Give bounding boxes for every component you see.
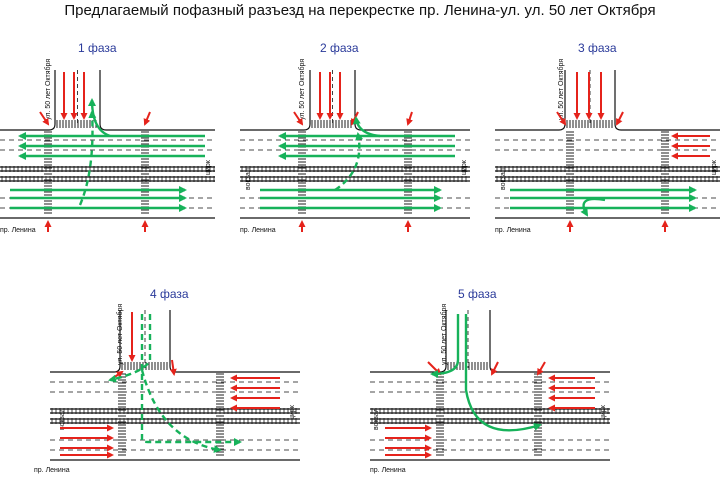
- street-vertical-label: ул. 50 лет Октября: [557, 59, 565, 120]
- street-vertical-label: ул. 50 лет Октября: [116, 304, 124, 365]
- red-stop-arrow: [491, 361, 499, 376]
- red-stop-arrow: [406, 111, 413, 126]
- tram-tracks: [0, 166, 215, 182]
- phase-label-1: 1 фаза: [78, 41, 117, 55]
- crosswalk: [56, 120, 97, 128]
- street-horizontal-label: пр. Ленина: [370, 467, 406, 474]
- green-dashed-arrow: [108, 314, 152, 383]
- phase-label-2: 2 фаза: [320, 41, 359, 55]
- street-vertical-label: ул. 50 лет Октября: [298, 59, 306, 120]
- phase-2-diagram: ул. 50 лет Октября пр. Ленина вокзал цирк: [240, 59, 470, 234]
- green-movement-arrow: [430, 314, 460, 378]
- left-end-label: вокзал: [500, 168, 507, 190]
- left-end-label: вокзал: [245, 168, 252, 190]
- phase-label-4: 4 фаза: [150, 287, 189, 301]
- right-end-label: цирк: [461, 159, 468, 175]
- crosswalk: [298, 131, 306, 214]
- green-dashed-arrow: [78, 110, 97, 206]
- street-horizontal-label: пр. Ленина: [34, 467, 70, 474]
- green-dashed-arrow: [334, 132, 364, 191]
- phase-4-diagram: ул. 50 лет Октября пр. Ленина вокзал цирк: [34, 304, 300, 474]
- tram-tracks: [50, 408, 300, 424]
- red-stop-arrow: [293, 111, 304, 126]
- right-end-label: цирк: [205, 159, 212, 175]
- crosswalk: [661, 131, 669, 214]
- phase-5-diagram: ул. 50 лет Октября пр. Ленина вокзал цирк: [370, 304, 610, 474]
- crosswalk: [44, 131, 52, 214]
- green-dashed-arrow: [140, 369, 222, 453]
- crosswalk: [311, 120, 352, 128]
- crosswalk: [141, 131, 149, 214]
- phase-label-5: 5 фаза: [458, 287, 497, 301]
- crosswalk: [566, 131, 574, 214]
- right-end-label: цирк: [289, 404, 296, 420]
- phase-3-diagram: ул. 50 лет Октября пр. Ленина вокзал цирк: [495, 59, 720, 234]
- tram-tracks: [370, 408, 610, 424]
- left-end-label: вокзал: [59, 408, 66, 430]
- right-end-label: цирк: [711, 159, 718, 175]
- phase-1-diagram: ул. 50 лет Октября пр. Ленина цирк: [0, 59, 215, 234]
- red-stop-arrow: [39, 111, 50, 126]
- street-horizontal-label: пр. Ленина: [240, 227, 276, 234]
- crosswalk: [534, 373, 542, 456]
- red-stop-arrow: [536, 361, 546, 376]
- crosswalk: [118, 373, 126, 456]
- street-horizontal-label: пр. Ленина: [0, 227, 36, 234]
- red-stop-arrow: [169, 359, 177, 376]
- tram-tracks: [240, 166, 470, 182]
- phase-label-3: 3 фаза: [578, 41, 617, 55]
- street-horizontal-label: пр. Ленина: [495, 227, 531, 234]
- crosswalk: [566, 120, 613, 128]
- right-end-label: цирк: [600, 404, 607, 420]
- red-stop-arrow: [556, 111, 567, 126]
- red-stop-arrow: [616, 111, 624, 126]
- green-dashed-arrow: [140, 314, 242, 446]
- red-stop-arrow: [143, 111, 151, 126]
- crosswalk: [404, 131, 412, 214]
- green-movement-arrow: [580, 197, 606, 217]
- crosswalk: [436, 373, 444, 456]
- green-movement-arrow: [352, 116, 381, 138]
- tram-tracks: [495, 166, 720, 182]
- green-movement-arrow: [88, 98, 111, 138]
- left-end-label: вокзал: [373, 408, 380, 430]
- street-vertical-label: ул. 50 лет Октября: [44, 59, 52, 120]
- diagram-title: Предлагаемый пофазный разъезд на перекре…: [64, 2, 656, 19]
- green-movement-arrow: [464, 314, 542, 432]
- street-vertical-label: ул. 50 лет Октября: [440, 304, 448, 365]
